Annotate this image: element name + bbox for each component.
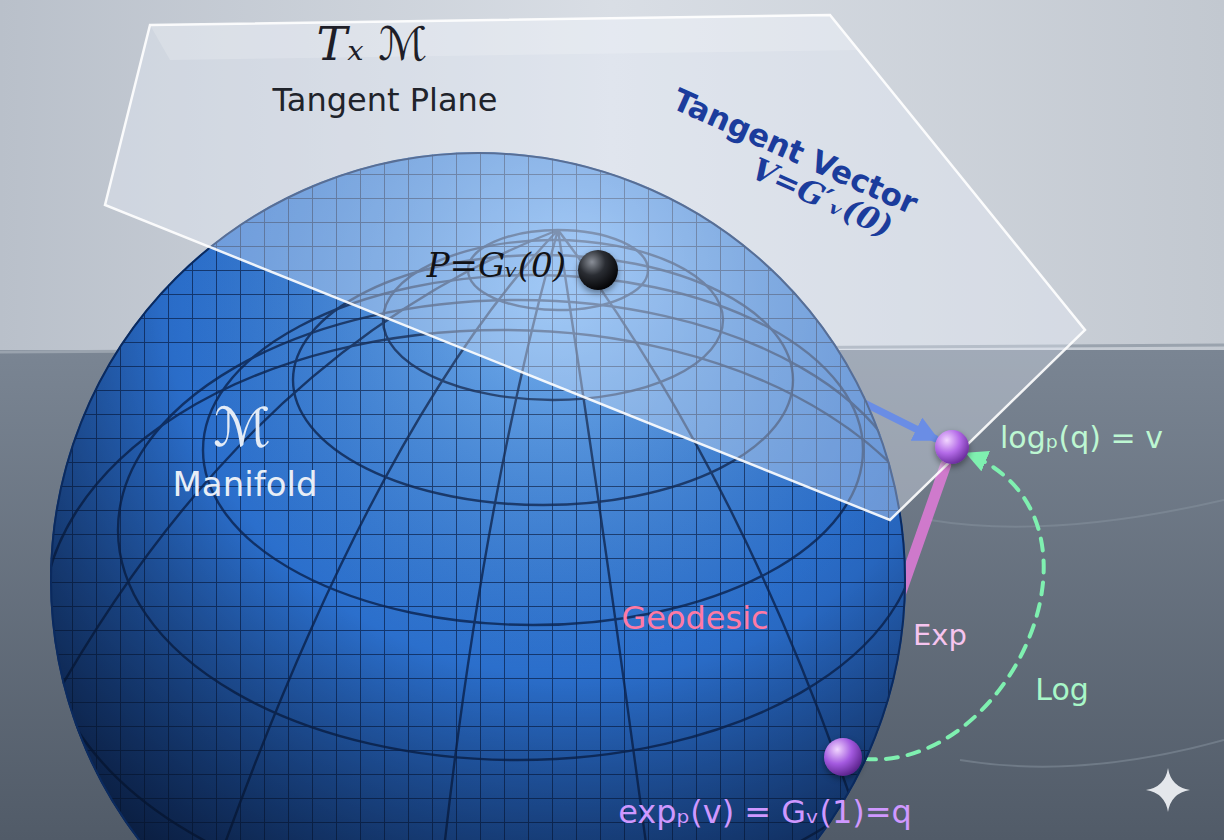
edge-label: Exp (913, 619, 967, 652)
node-subtitle: Tangent Plane (273, 82, 498, 119)
vector-tip-point: logₚ(q) = v (935, 430, 969, 464)
node-subtitle: Manifold (173, 465, 318, 504)
edge-label: Geodesic (621, 600, 768, 637)
sparkle-mark (1146, 768, 1190, 812)
node-title: P=Gᵥ(0) (427, 246, 566, 285)
node-title: Tₓ ℳ (317, 18, 428, 71)
node-title: ℳ (213, 397, 271, 459)
edge-label: Log (1035, 673, 1089, 708)
target-point: expₚ(v) = Gᵥ(1)=q (824, 738, 862, 776)
node-title: logₚ(q) = v (1000, 421, 1163, 456)
base-point: P=Gᵥ(0) (578, 250, 618, 290)
node-title: expₚ(v) = Gᵥ(1)=q (618, 794, 912, 831)
